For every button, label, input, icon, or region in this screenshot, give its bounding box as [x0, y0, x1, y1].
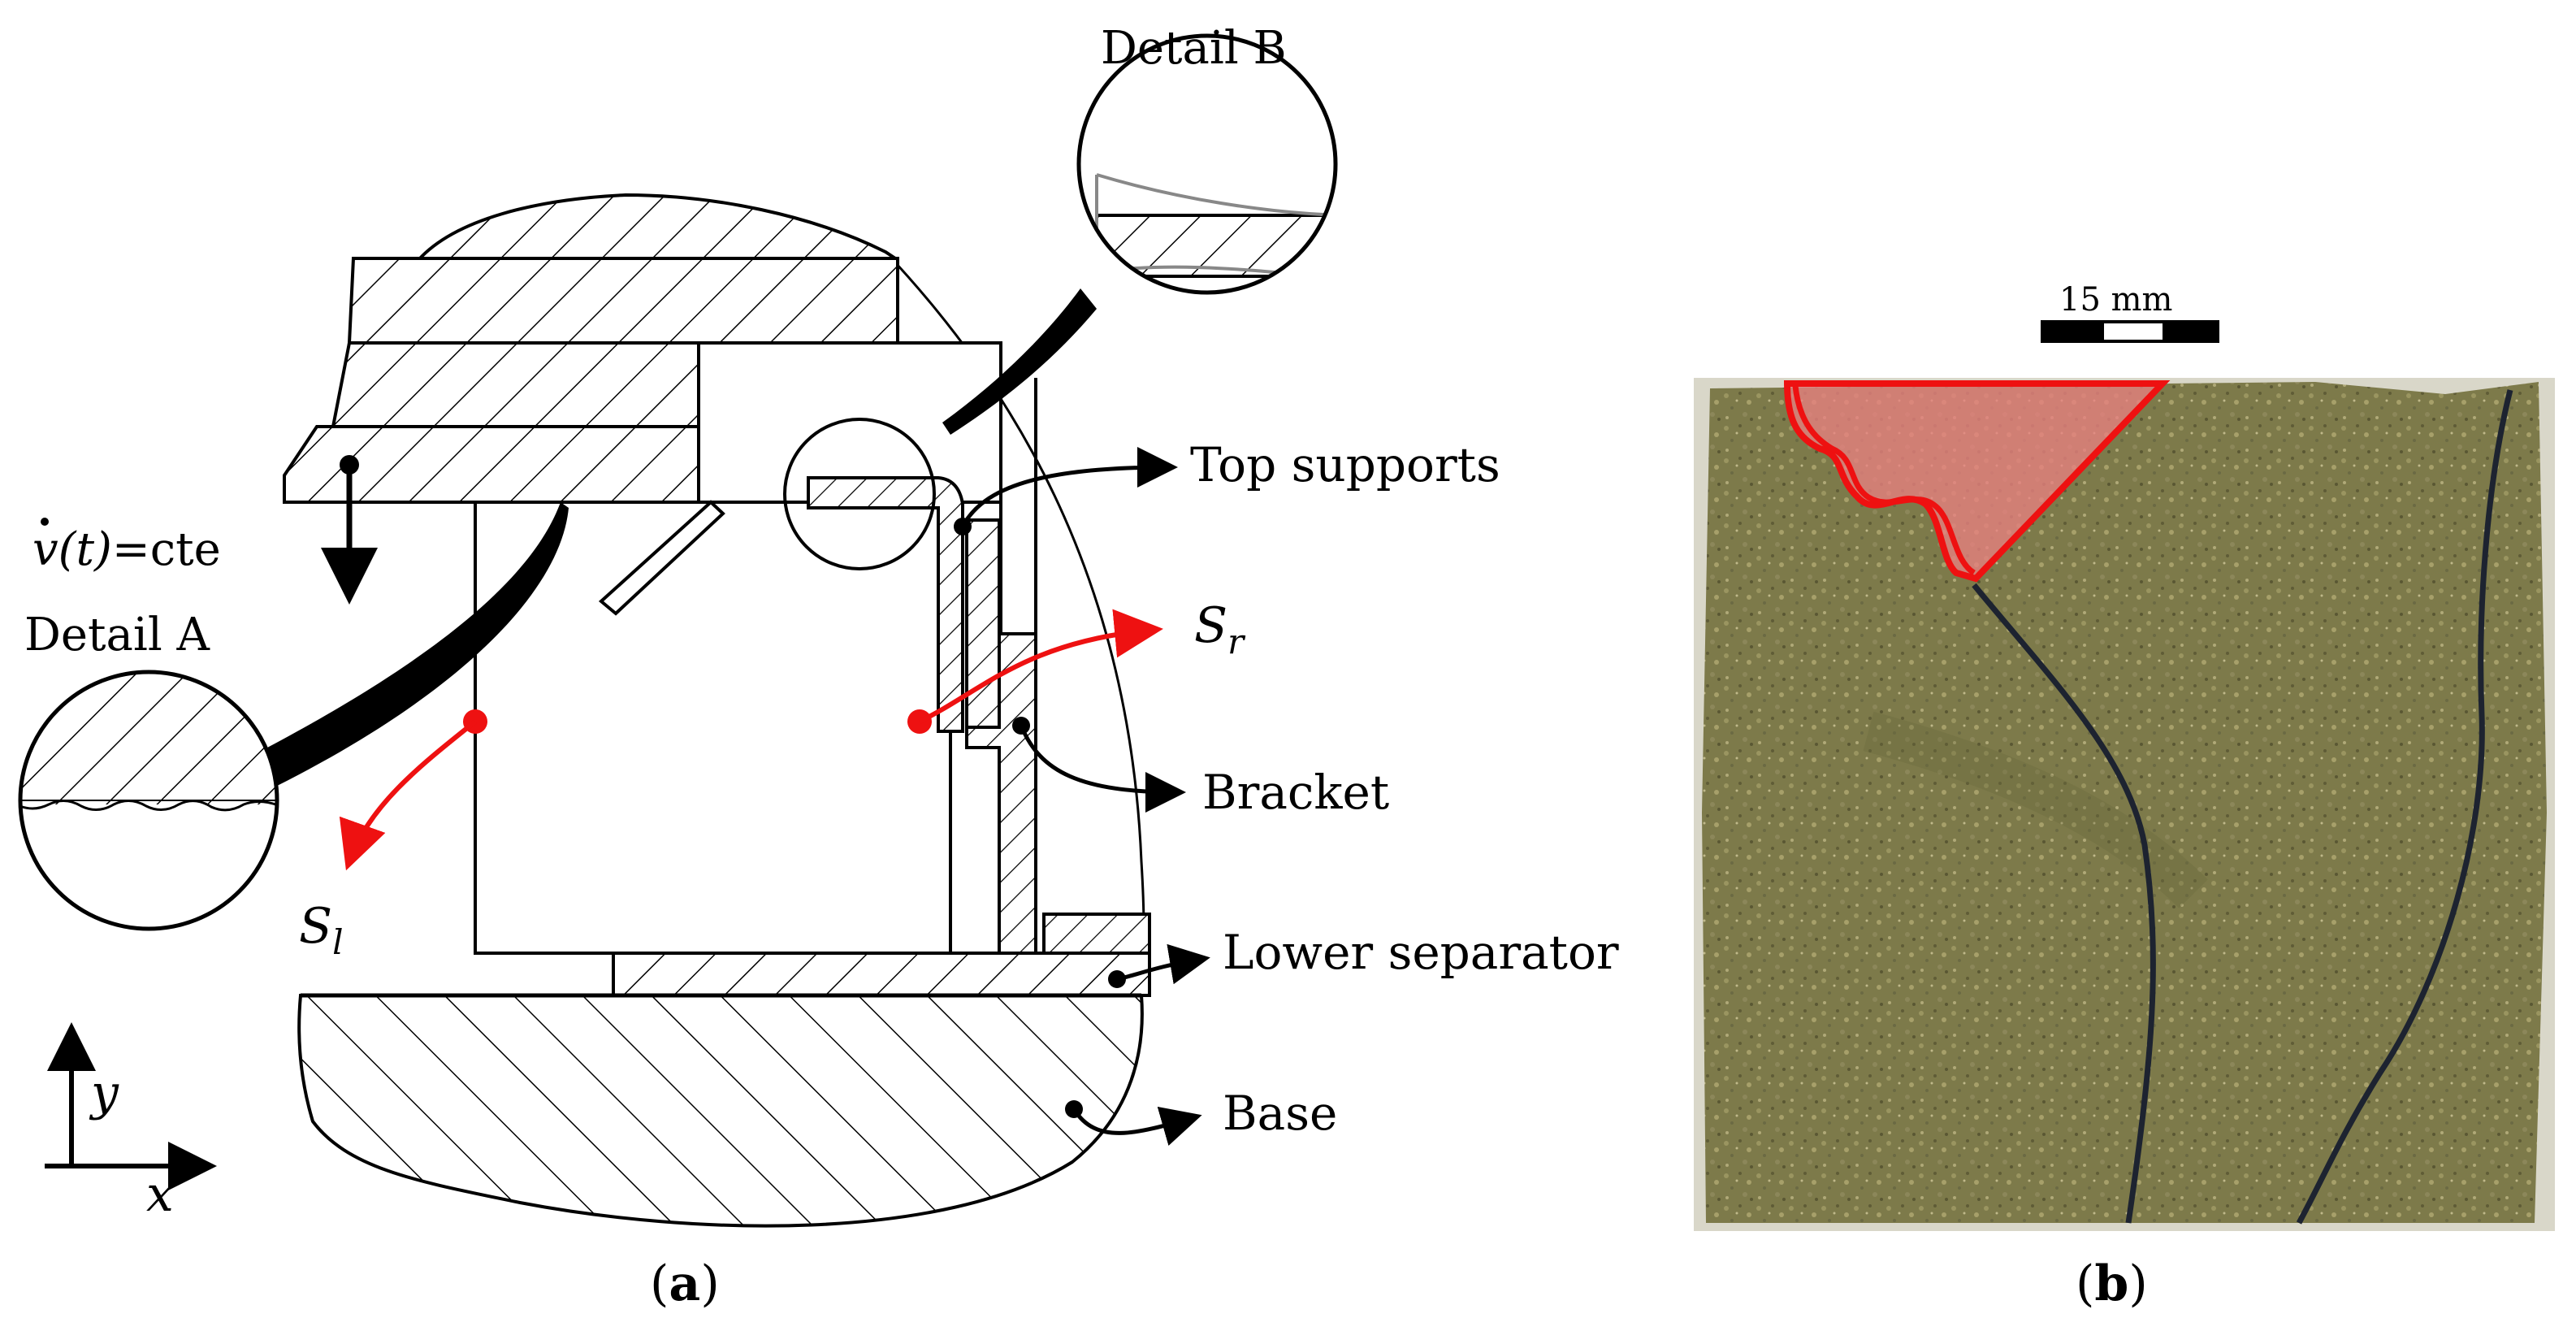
detail-b-title: Detail B	[1101, 22, 1287, 75]
upper-plate-2	[331, 341, 700, 428]
specimen-flap	[598, 500, 725, 616]
crack-2	[2296, 389, 2513, 1225]
axis-x-label: x	[146, 1166, 174, 1223]
velocity-dot-mark	[41, 518, 49, 526]
panel-b: 15 mm (b)	[1694, 281, 2555, 1312]
axis-y-label: y	[89, 1064, 119, 1121]
base-arrow	[1072, 1106, 1202, 1147]
panel-a-caption: (a)	[650, 1255, 720, 1312]
lower-separator	[612, 952, 1151, 997]
label-base: Base	[1223, 1086, 1337, 1141]
fragment-edge	[1792, 385, 1976, 575]
detail-b-leader	[942, 288, 1097, 435]
detail-b-magnifier	[1076, 33, 1338, 295]
crack-1	[1972, 583, 2156, 1224]
surface-left-arrow	[339, 719, 477, 871]
panel-a: v(t)=cte Detail A	[18, 22, 1619, 1312]
scale-bar-label: 15 mm	[2059, 281, 2172, 319]
base	[297, 994, 1144, 1228]
label-lower-separator: Lower separator	[1223, 925, 1619, 980]
scale-bar: 15 mm	[2041, 281, 2219, 343]
detail-a-leader	[252, 502, 569, 792]
top-supports-arrow	[960, 447, 1178, 528]
rock-shade	[1863, 711, 2208, 908]
surface-left-label: Sl	[299, 898, 344, 962]
bracket	[965, 632, 1037, 956]
panel-b-caption: (b)	[2076, 1255, 2148, 1312]
velocity-label: v(t)=cte	[32, 523, 221, 576]
specimen	[474, 501, 952, 955]
separator-block	[1042, 913, 1151, 955]
detail-b-focus	[783, 418, 936, 570]
rock-specimen	[1702, 382, 2547, 1223]
detail-a-title: Detail A	[24, 609, 210, 661]
support-post	[965, 518, 1001, 729]
bracket-arrow	[1019, 725, 1186, 813]
separator-arrow	[1116, 943, 1210, 985]
surface-right-label: Sr	[1194, 597, 1246, 661]
label-bracket: Bracket	[1202, 765, 1389, 820]
detail-a-magnifier	[18, 670, 279, 931]
fragment-highlight	[1783, 380, 2171, 583]
upper-plate-1	[347, 257, 899, 345]
surface-right-arrow	[918, 609, 1163, 724]
label-top-supports: Top supports	[1190, 437, 1500, 492]
